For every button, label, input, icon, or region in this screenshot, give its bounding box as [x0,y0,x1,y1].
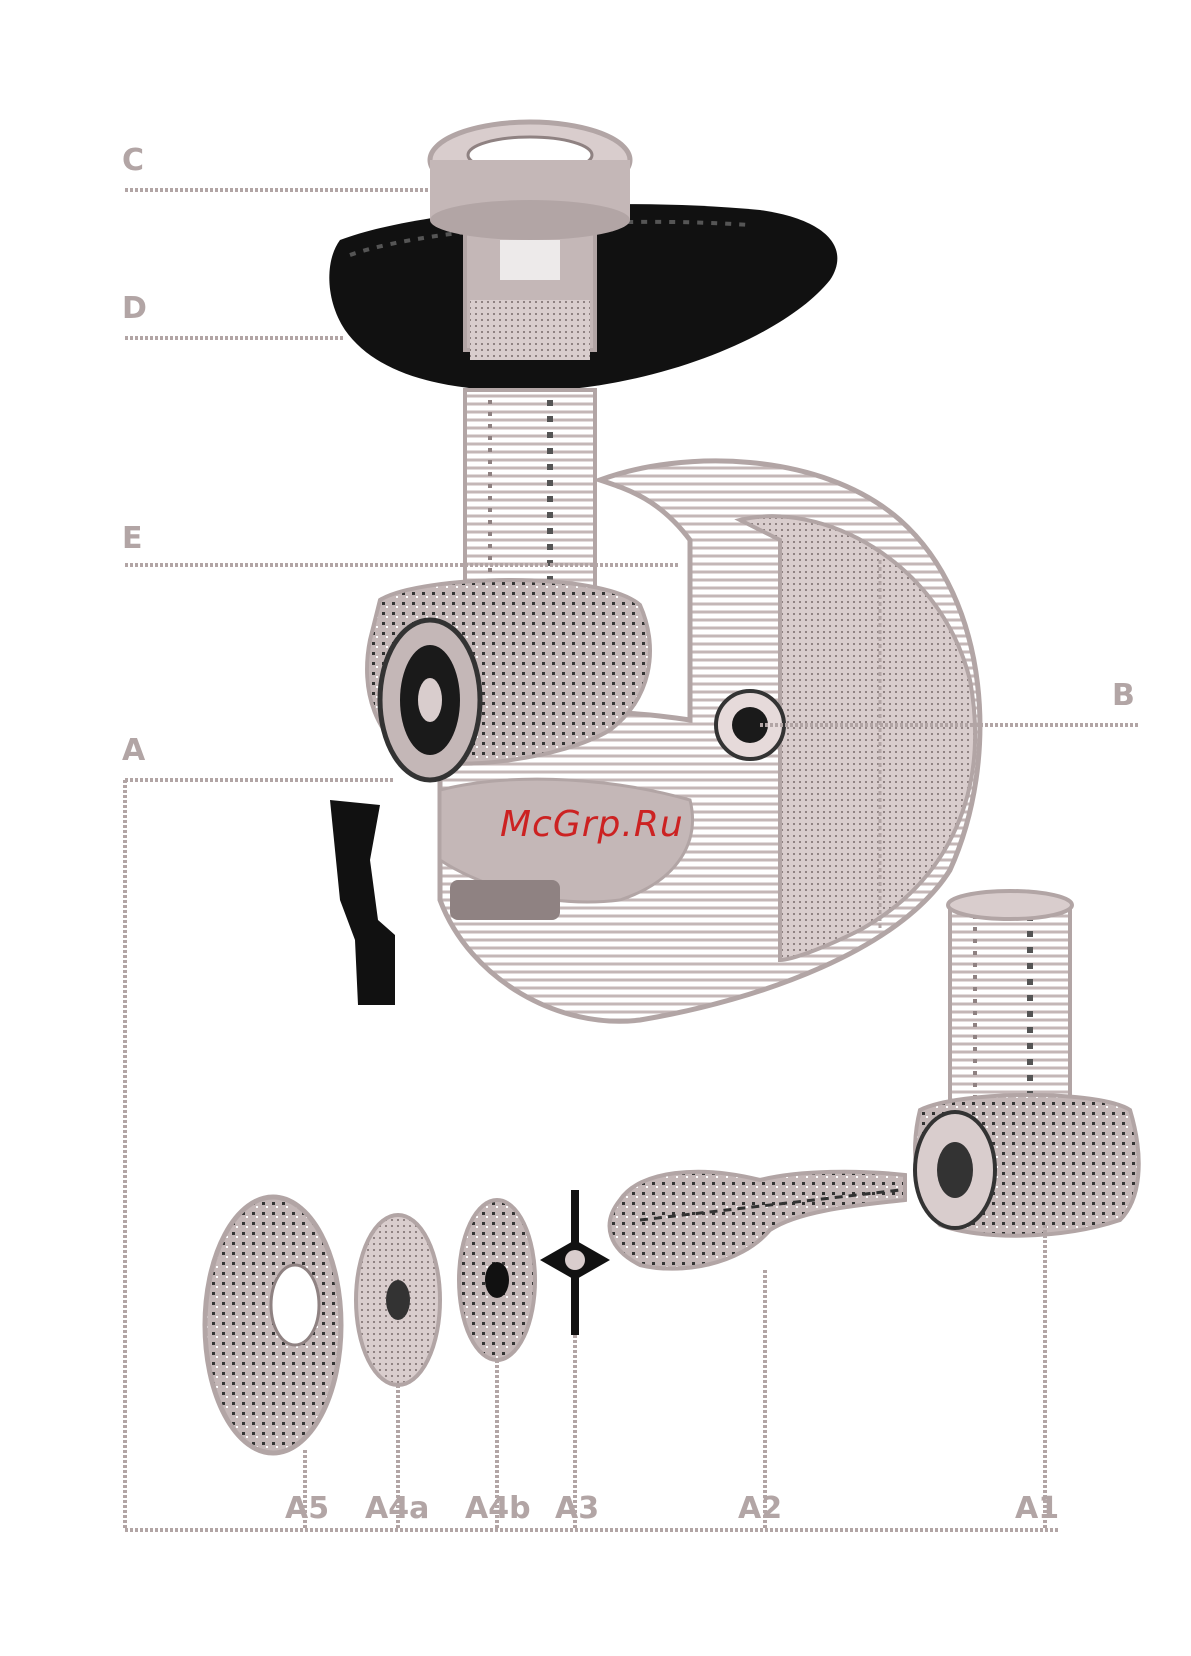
watermark: McGrp.Ru [500,804,684,845]
ring-A5 [205,1197,341,1453]
label-B: B [1112,678,1135,713]
label-A4b: A4b [465,1491,531,1526]
disc-A4b [459,1200,535,1360]
switch-lever [330,800,395,1005]
label-E: E [122,521,143,556]
blade-A3 [540,1190,610,1335]
label-D: D [122,291,147,326]
label-A2: A2 [738,1491,782,1526]
label-C: C [122,143,144,178]
label-A: A [122,733,146,768]
label-A3: A3 [555,1491,599,1526]
screw-A2 [610,1172,905,1269]
housing-A1 [915,891,1139,1236]
label-A1: A1 [1015,1491,1059,1526]
grinder-head [367,390,650,780]
label-A5: A5 [285,1491,329,1526]
label-A4a: A4a [365,1491,429,1526]
disc-A4a [356,1215,440,1385]
